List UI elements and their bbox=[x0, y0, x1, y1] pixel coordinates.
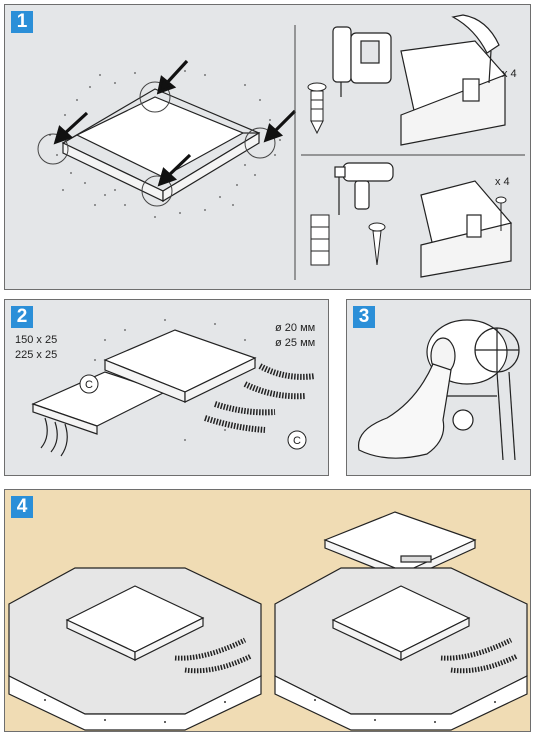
pointer-arrows bbox=[53, 59, 297, 187]
screw-icon bbox=[368, 222, 386, 266]
duct-size-a: 150 x 25 bbox=[15, 334, 57, 346]
step-3-illustration bbox=[357, 319, 520, 461]
box-corner-detail-bottom bbox=[420, 180, 512, 278]
concrete-slab-left bbox=[8, 567, 262, 731]
drill-icon bbox=[334, 162, 394, 215]
screw-count-top: x 4 bbox=[502, 68, 517, 80]
wall-plug-icon bbox=[310, 214, 330, 266]
nail-gun-icon bbox=[332, 26, 392, 97]
conduit-diameter-b: ø 25 мм bbox=[275, 337, 315, 349]
duct-size-b: 225 x 25 bbox=[15, 349, 57, 361]
concrete-slab-right bbox=[274, 567, 528, 731]
step-1-illustration: x 4 x 4 bbox=[37, 14, 525, 280]
step-3-badge: 3 bbox=[353, 306, 375, 328]
step-4-badge: 4 bbox=[11, 496, 33, 518]
step-4-panel: 4 bbox=[4, 489, 531, 732]
step-3-panel: 3 bbox=[346, 299, 531, 476]
anchor-plug-icon bbox=[307, 82, 327, 135]
step-2-illustration: 150 x 25 225 x 25 ø 20 мм ø 25 мм C C bbox=[15, 319, 316, 457]
anchor-highlights bbox=[37, 81, 276, 207]
floor-box bbox=[103, 329, 257, 403]
screwdriver-hand-icon bbox=[451, 14, 500, 84]
poured-concrete bbox=[357, 363, 452, 459]
step-2-panel: 2 150 x 25 225 x 25 ø 20 bbox=[4, 299, 329, 476]
step-4-illustration bbox=[8, 511, 528, 731]
screw-small-icon bbox=[495, 196, 507, 231]
step-2-badge: 2 bbox=[11, 306, 33, 328]
step-1-badge: 1 bbox=[11, 11, 33, 33]
copyright-circle-right bbox=[287, 430, 307, 450]
screw-count-bottom: x 4 bbox=[495, 176, 510, 188]
conduit-pipes bbox=[204, 363, 316, 433]
copyright-mark-right: C bbox=[293, 435, 301, 447]
floor-box bbox=[61, 88, 261, 203]
aggregate-dots bbox=[44, 699, 496, 723]
copyright-mark-left: C bbox=[85, 379, 93, 391]
conduit-diameter-a: ø 20 мм bbox=[275, 322, 315, 334]
box-corner-detail-top bbox=[400, 40, 506, 146]
copyright-circle-left bbox=[79, 374, 99, 394]
step-1-panel: 1 bbox=[4, 4, 531, 290]
